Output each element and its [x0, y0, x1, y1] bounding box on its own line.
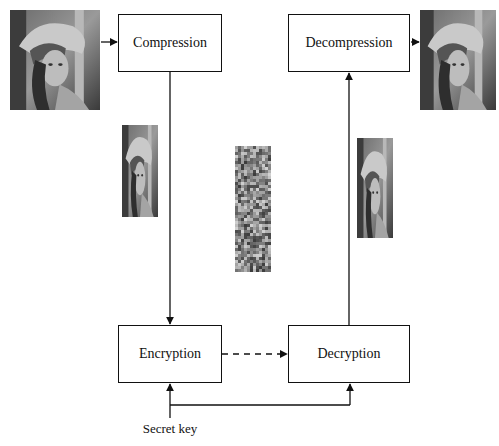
box-label: Compression: [133, 35, 207, 51]
box-label: Decompression: [305, 35, 392, 51]
flow-arrow: [169, 72, 170, 324]
decrypted-image: [357, 138, 393, 238]
key-arrow: [169, 384, 170, 405]
box-label: Encryption: [139, 346, 201, 362]
process-box: Compression: [118, 14, 222, 72]
flow-arrow: [222, 353, 287, 354]
key-line: [170, 404, 350, 405]
reconstructed-image: [420, 10, 496, 110]
key-label: Secret key: [120, 421, 220, 437]
process-box: Encryption: [118, 325, 222, 383]
output-arrow: [411, 41, 419, 42]
process-box: Decryption: [288, 325, 410, 383]
process-box: Decompression: [288, 14, 410, 72]
encrypted-image: [235, 146, 271, 272]
key-arrow: [349, 384, 350, 405]
original-image: [10, 10, 100, 110]
flow-arrow: [348, 73, 349, 325]
compressed-image: [122, 125, 158, 217]
box-label: Decryption: [318, 346, 381, 362]
input-arrow: [101, 41, 117, 42]
key-line: [169, 405, 170, 418]
